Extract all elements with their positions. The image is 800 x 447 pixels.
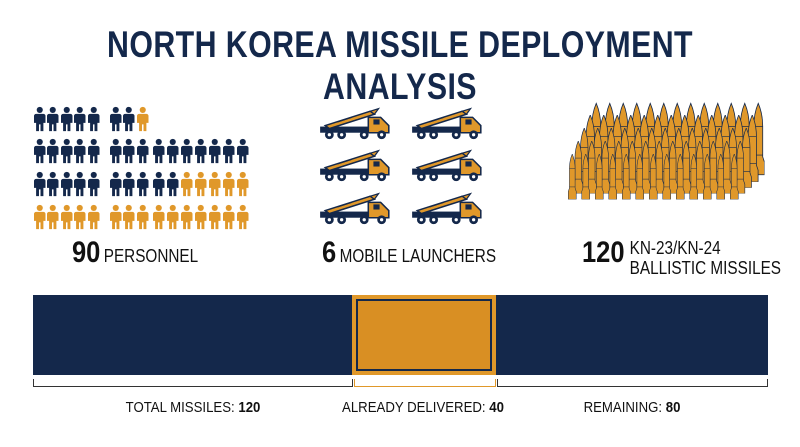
person-icon xyxy=(153,204,165,230)
person-icon xyxy=(195,204,207,230)
person-icon xyxy=(209,204,221,230)
person-icon xyxy=(153,138,165,164)
total-bracket xyxy=(33,379,353,387)
page-title: NORTH KOREA MISSILE DEPLOYMENT ANALYSIS xyxy=(107,24,693,107)
person-icon xyxy=(209,138,221,164)
delivered-text: ALREADY DELIVERED: xyxy=(342,399,490,416)
person-icon xyxy=(74,204,86,230)
person-icon xyxy=(223,171,235,197)
person-icon xyxy=(74,106,86,132)
remaining-bracket xyxy=(497,379,768,387)
delivered-label: ALREADY DELIVERED: 40 xyxy=(335,399,511,416)
missiles-count: 120 xyxy=(582,236,625,269)
launchers-label: MOBILE LAUNCHERS xyxy=(339,246,497,266)
person-icon xyxy=(34,106,46,132)
launcher-truck-icon xyxy=(319,192,390,225)
delivered-bracket xyxy=(354,379,496,387)
person-icon xyxy=(88,171,100,197)
personnel-count: 90 xyxy=(72,236,101,269)
person-icon xyxy=(181,138,193,164)
person-icon xyxy=(153,171,165,197)
person-icon xyxy=(123,204,135,230)
person-icon xyxy=(47,138,59,164)
person-icon xyxy=(110,106,122,132)
delivered-value: 40 xyxy=(489,399,504,416)
delivered-segment-frame xyxy=(356,299,492,371)
launcher-truck-icon xyxy=(319,149,390,182)
person-icon xyxy=(137,106,149,132)
person-icon xyxy=(74,138,86,164)
launchers-icon-grid xyxy=(319,107,482,225)
personnel-icon-grid xyxy=(34,106,249,230)
person-icon xyxy=(209,171,221,197)
person-icon xyxy=(181,204,193,230)
person-icon xyxy=(195,171,207,197)
person-icon xyxy=(237,171,249,197)
missiles-label-line2: BALLISTIC MISSILES xyxy=(629,258,782,278)
missiles-label-line1: KN-23/KN-24 xyxy=(629,238,721,258)
person-icon xyxy=(61,171,73,197)
person-icon xyxy=(167,171,179,197)
person-icon xyxy=(137,171,149,197)
person-icon xyxy=(123,171,135,197)
person-icon xyxy=(110,204,122,230)
person-icon xyxy=(34,204,46,230)
launcher-truck-icon xyxy=(319,107,390,140)
remaining-text: REMAINING: xyxy=(583,399,666,416)
launchers-count: 6 xyxy=(322,236,337,269)
missiles-icon-grid xyxy=(567,102,765,200)
person-icon xyxy=(123,106,135,132)
person-icon xyxy=(34,138,46,164)
person-icon xyxy=(137,204,149,230)
person-icon xyxy=(88,204,100,230)
person-icon xyxy=(61,204,73,230)
person-icon xyxy=(61,138,73,164)
person-icon xyxy=(195,138,207,164)
person-icon xyxy=(167,138,179,164)
person-icon xyxy=(88,138,100,164)
launcher-truck-icon xyxy=(411,149,482,182)
person-icon xyxy=(137,138,149,164)
launcher-truck-icon xyxy=(411,192,482,225)
person-icon xyxy=(223,138,235,164)
person-icon xyxy=(237,204,249,230)
personnel-label: PERSONNEL xyxy=(103,246,199,266)
person-icon xyxy=(123,138,135,164)
person-icon xyxy=(74,171,86,197)
person-icon xyxy=(61,106,73,132)
remaining-label: REMAINING: 80 xyxy=(544,399,720,416)
total-missiles-label: TOTAL MISSILES: 120 xyxy=(105,399,281,416)
launcher-truck-icon xyxy=(411,107,482,140)
total-missiles-text: TOTAL MISSILES: xyxy=(125,399,239,416)
total-missiles-value: 120 xyxy=(238,399,261,416)
person-icon xyxy=(223,204,235,230)
person-icon xyxy=(47,204,59,230)
person-icon xyxy=(110,171,122,197)
person-icon xyxy=(47,171,59,197)
person-icon xyxy=(237,138,249,164)
person-icon xyxy=(181,171,193,197)
person-icon xyxy=(34,171,46,197)
person-icon xyxy=(47,106,59,132)
person-icon xyxy=(110,138,122,164)
person-icon xyxy=(88,106,100,132)
remaining-value: 80 xyxy=(665,399,681,416)
person-icon xyxy=(167,204,179,230)
